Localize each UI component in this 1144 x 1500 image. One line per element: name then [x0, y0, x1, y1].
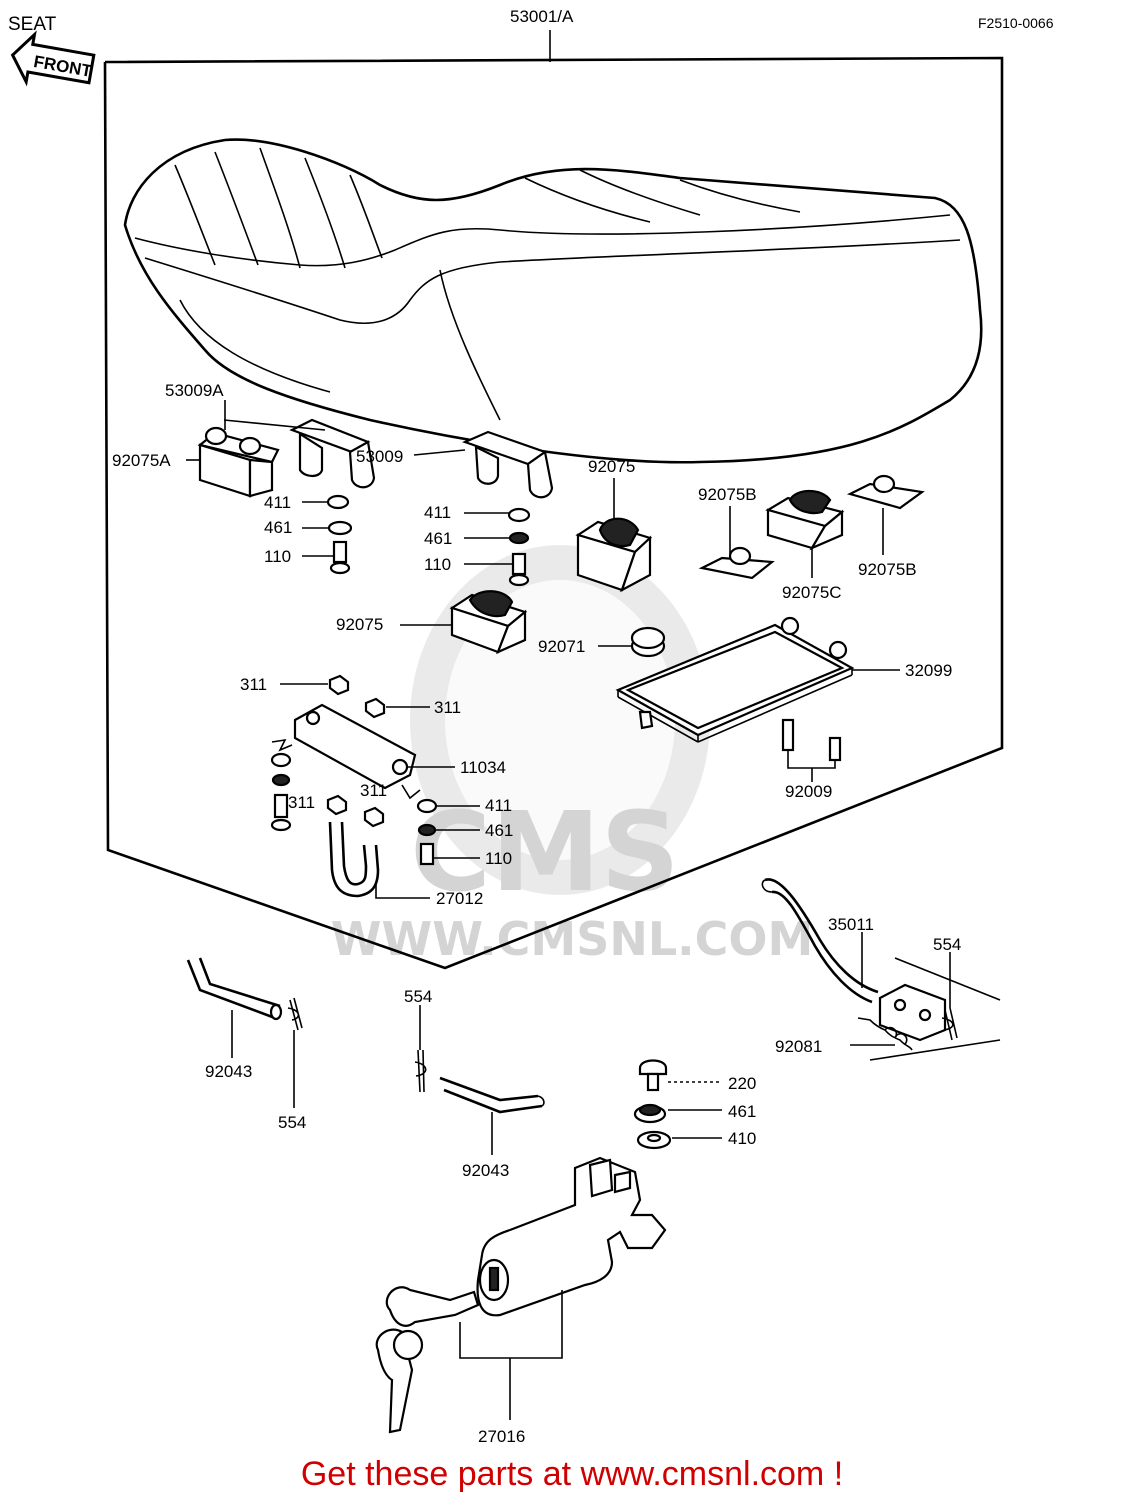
label-461-a: 461: [264, 518, 292, 537]
bracket-53009: [461, 430, 554, 499]
diagram-title: SEAT: [8, 14, 57, 35]
figure-code: F2510-0066: [978, 15, 1054, 31]
clip-554-left: [287, 997, 303, 1031]
front-arrow-icon: FRONT: [10, 30, 96, 87]
label-311-a: 311: [240, 675, 267, 694]
pad-92075b-right: [846, 474, 925, 510]
clip-554-right: [941, 1007, 958, 1041]
screw-220: [638, 1059, 668, 1092]
hinge-bracket: [869, 957, 1001, 1061]
washer-410: [636, 1130, 672, 1150]
keys-icon: [375, 1286, 480, 1434]
damper-92075a: [197, 426, 280, 498]
pin-92043-middle: [439, 1076, 545, 1114]
lock-27016: [476, 1156, 667, 1317]
clip-554-middle: [414, 1049, 427, 1093]
label-311-b: 311: [434, 698, 461, 717]
label-92043-left: 92043: [205, 1062, 252, 1081]
label-92043-middle: 92043: [462, 1161, 509, 1180]
label-554-left: 554: [278, 1113, 306, 1132]
label-411-a: 411: [264, 493, 291, 512]
label-554-middle: 554: [404, 987, 432, 1006]
label-92075-lower: 92075: [336, 615, 383, 634]
label-220: 220: [728, 1074, 756, 1093]
label-35011: 35011: [828, 915, 874, 934]
damper-92075-upper: [575, 517, 653, 593]
label-311-c: 311: [288, 793, 315, 812]
label-110-b: 110: [424, 555, 451, 574]
footer-link-text[interactable]: Get these parts at www.cmsnl.com !: [300, 1455, 844, 1493]
label-27012: 27012: [436, 889, 483, 908]
label-11034: 11034: [460, 758, 506, 777]
spring-92081: [857, 1017, 913, 1051]
label-92075c: 92075C: [782, 583, 842, 602]
pad-92075b-left: [698, 546, 775, 580]
label-411-b: 411: [424, 503, 451, 522]
part-labels: 53001/A 53009A 92075A 53009 411 461 110 …: [112, 7, 961, 1446]
bracket-11034: [271, 703, 421, 800]
label-32099: 32099: [905, 661, 952, 680]
watermark-url: WWW.CMSNL.COM: [331, 912, 814, 966]
label-554-right: 554: [933, 935, 961, 954]
label-411-c: 411: [485, 796, 512, 815]
label-92081: 92081: [775, 1037, 822, 1056]
leader-lines: [186, 400, 951, 1420]
label-461-d: 461: [728, 1102, 756, 1121]
rod-35011: [761, 878, 879, 1004]
label-53001a: 53001/A: [510, 7, 574, 26]
label-110-c: 110: [485, 849, 512, 868]
pin-92043-left: [186, 957, 283, 1021]
label-92075a: 92075A: [112, 451, 171, 470]
label-461-c: 461: [485, 821, 513, 840]
label-110-a: 110: [264, 547, 291, 566]
seat-assembly-outline: [103, 30, 1004, 970]
label-92075-upper: 92075: [588, 457, 635, 476]
label-92075b-left: 92075B: [698, 485, 757, 504]
grommet-92071: [630, 626, 666, 658]
label-410: 410: [728, 1129, 756, 1148]
tray-32099: [615, 616, 855, 743]
label-53009a: 53009A: [165, 381, 224, 400]
hardware-group: [270, 494, 842, 866]
label-311-d: 311: [360, 781, 387, 800]
damper-92075c: [765, 489, 845, 551]
label-92009: 92009: [785, 782, 832, 801]
washer-461: [633, 1103, 667, 1124]
label-92071: 92071: [538, 637, 585, 656]
label-27016: 27016: [478, 1427, 525, 1446]
label-92075b-right: 92075B: [858, 560, 917, 579]
label-53009: 53009: [356, 447, 403, 466]
u-bolt-27012: [328, 821, 380, 898]
bracket-53009a: [289, 418, 376, 489]
label-461-b: 461: [424, 529, 452, 548]
damper-92075-lower: [449, 590, 528, 655]
seat-drawing: [123, 138, 983, 464]
watermark-brand: CMS: [410, 788, 679, 916]
